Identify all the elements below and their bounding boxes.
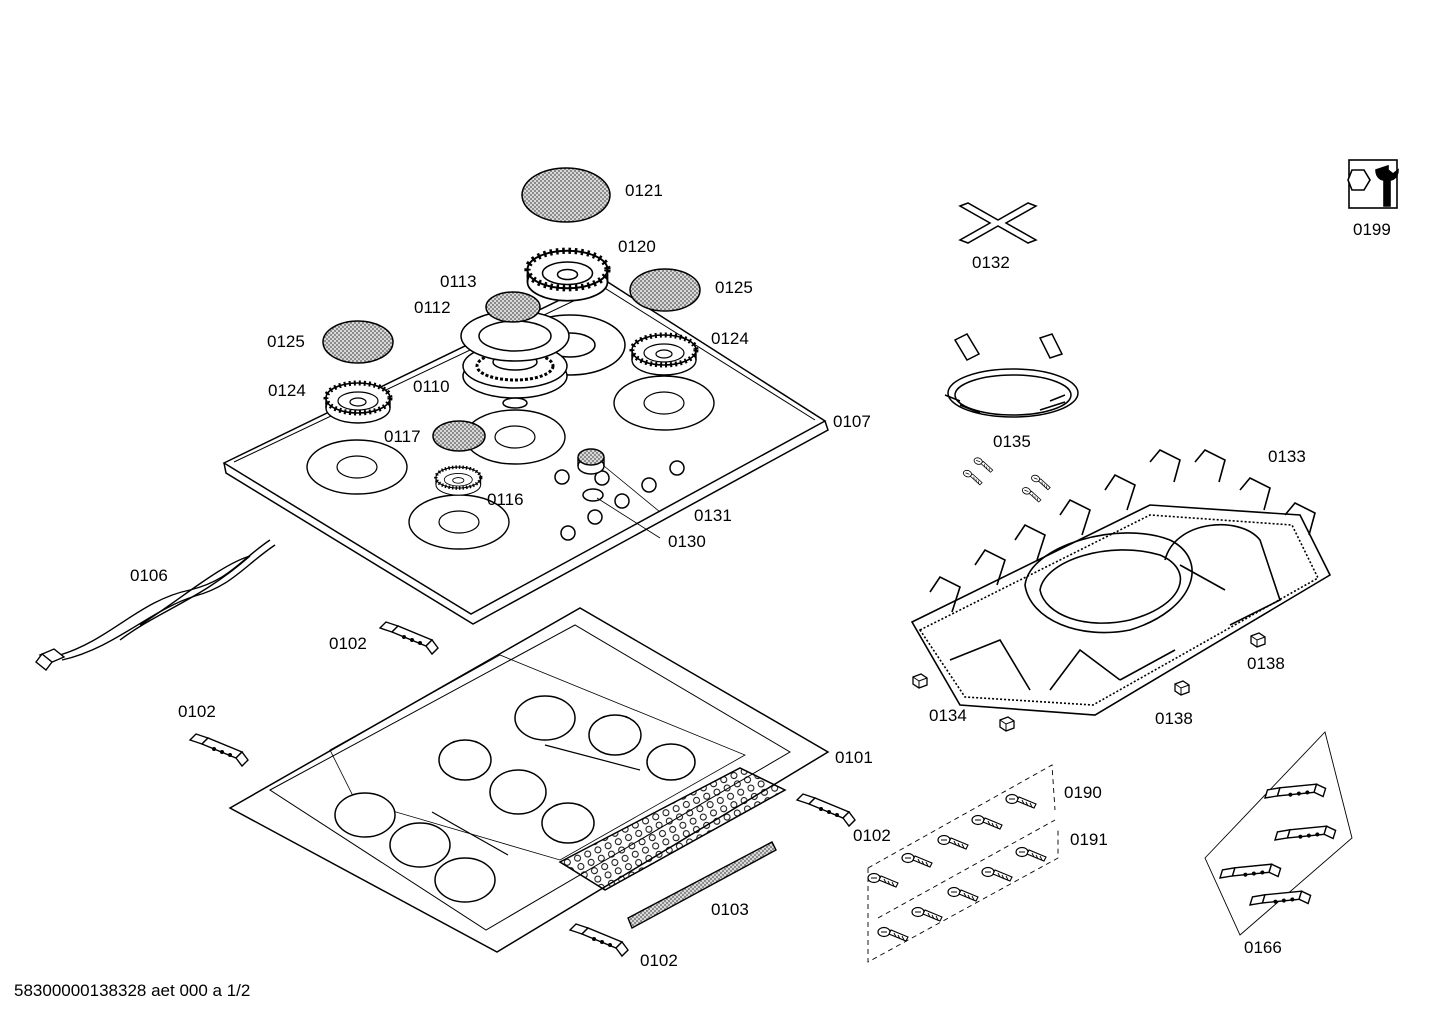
pan-support-0132 (958, 202, 1038, 244)
label-0102-c: 0102 (853, 826, 891, 845)
label-0191: 0191 (1070, 830, 1108, 849)
bracket-kit-0166 (960, 456, 1353, 936)
foot-0138-b (1174, 680, 1190, 696)
label-0138-a: 0138 (1247, 654, 1285, 673)
foot-0134-b (999, 716, 1015, 732)
label-0121: 0121 (625, 181, 663, 200)
label-0102-b: 0102 (178, 702, 216, 721)
bracket-0102-c (796, 793, 856, 827)
label-0103: 0103 (711, 900, 749, 919)
seal-strip-0103 (627, 841, 777, 929)
burner-0120 (528, 251, 608, 301)
screw-set-0190-0191 (867, 764, 1059, 963)
burner-0116 (434, 465, 483, 497)
label-0130: 0130 (668, 532, 706, 551)
burner-cap-0125-right (629, 268, 701, 312)
burner-cap-0121 (521, 167, 611, 223)
label-0125-left: 0125 (267, 332, 305, 351)
label-0125-right: 0125 (715, 278, 753, 297)
burner-cap-0117 (432, 420, 486, 452)
label-0113: 0113 (440, 272, 477, 291)
label-0199: 0199 (1353, 220, 1391, 239)
label-0166: 0166 (1244, 938, 1282, 957)
burner-cap-0125-left (322, 320, 394, 364)
label-0102-a: 0102 (329, 634, 367, 653)
wok-cap-0113 (485, 291, 541, 323)
label-0101: 0101 (835, 748, 873, 767)
label-0131: 0131 (694, 506, 732, 525)
label-0107: 0107 (833, 412, 871, 431)
bracket-0102-a (379, 621, 439, 655)
label-0117: 0117 (384, 427, 421, 446)
label-0190: 0190 (1064, 783, 1102, 802)
label-0134: 0134 (929, 706, 967, 725)
label-0124-left: 0124 (268, 381, 306, 400)
cable-0106 (35, 539, 276, 671)
control-knob (577, 448, 661, 539)
grate-0133 (910, 449, 1332, 716)
burner-0124-left (326, 383, 390, 423)
label-0133: 0133 (1268, 447, 1306, 466)
burner-0124-right (632, 335, 696, 375)
label-0135: 0135 (993, 432, 1031, 451)
label-0110: 0110 (413, 377, 450, 396)
foot-0134-a (912, 673, 928, 689)
bracket-0102-d (569, 923, 629, 957)
label-0132: 0132 (972, 253, 1010, 272)
foot-0138-a (1250, 632, 1266, 648)
label-0116: 0116 (487, 490, 524, 509)
label-0124-right: 0124 (711, 329, 749, 348)
label-0120: 0120 (618, 237, 656, 256)
label-0106: 0106 (130, 566, 168, 585)
bottom-tray-0101 (228, 607, 830, 953)
label-0138-b: 0138 (1155, 709, 1193, 728)
label-0112: 0112 (414, 298, 451, 317)
drawing-number: 58300000138328 aet 000 a 1/2 (14, 981, 251, 1000)
wrench-nut-icon (1347, 159, 1399, 209)
wok-ring-0135 (944, 333, 1079, 418)
bracket-0102-b (189, 733, 249, 767)
label-0102-d: 0102 (640, 951, 678, 970)
